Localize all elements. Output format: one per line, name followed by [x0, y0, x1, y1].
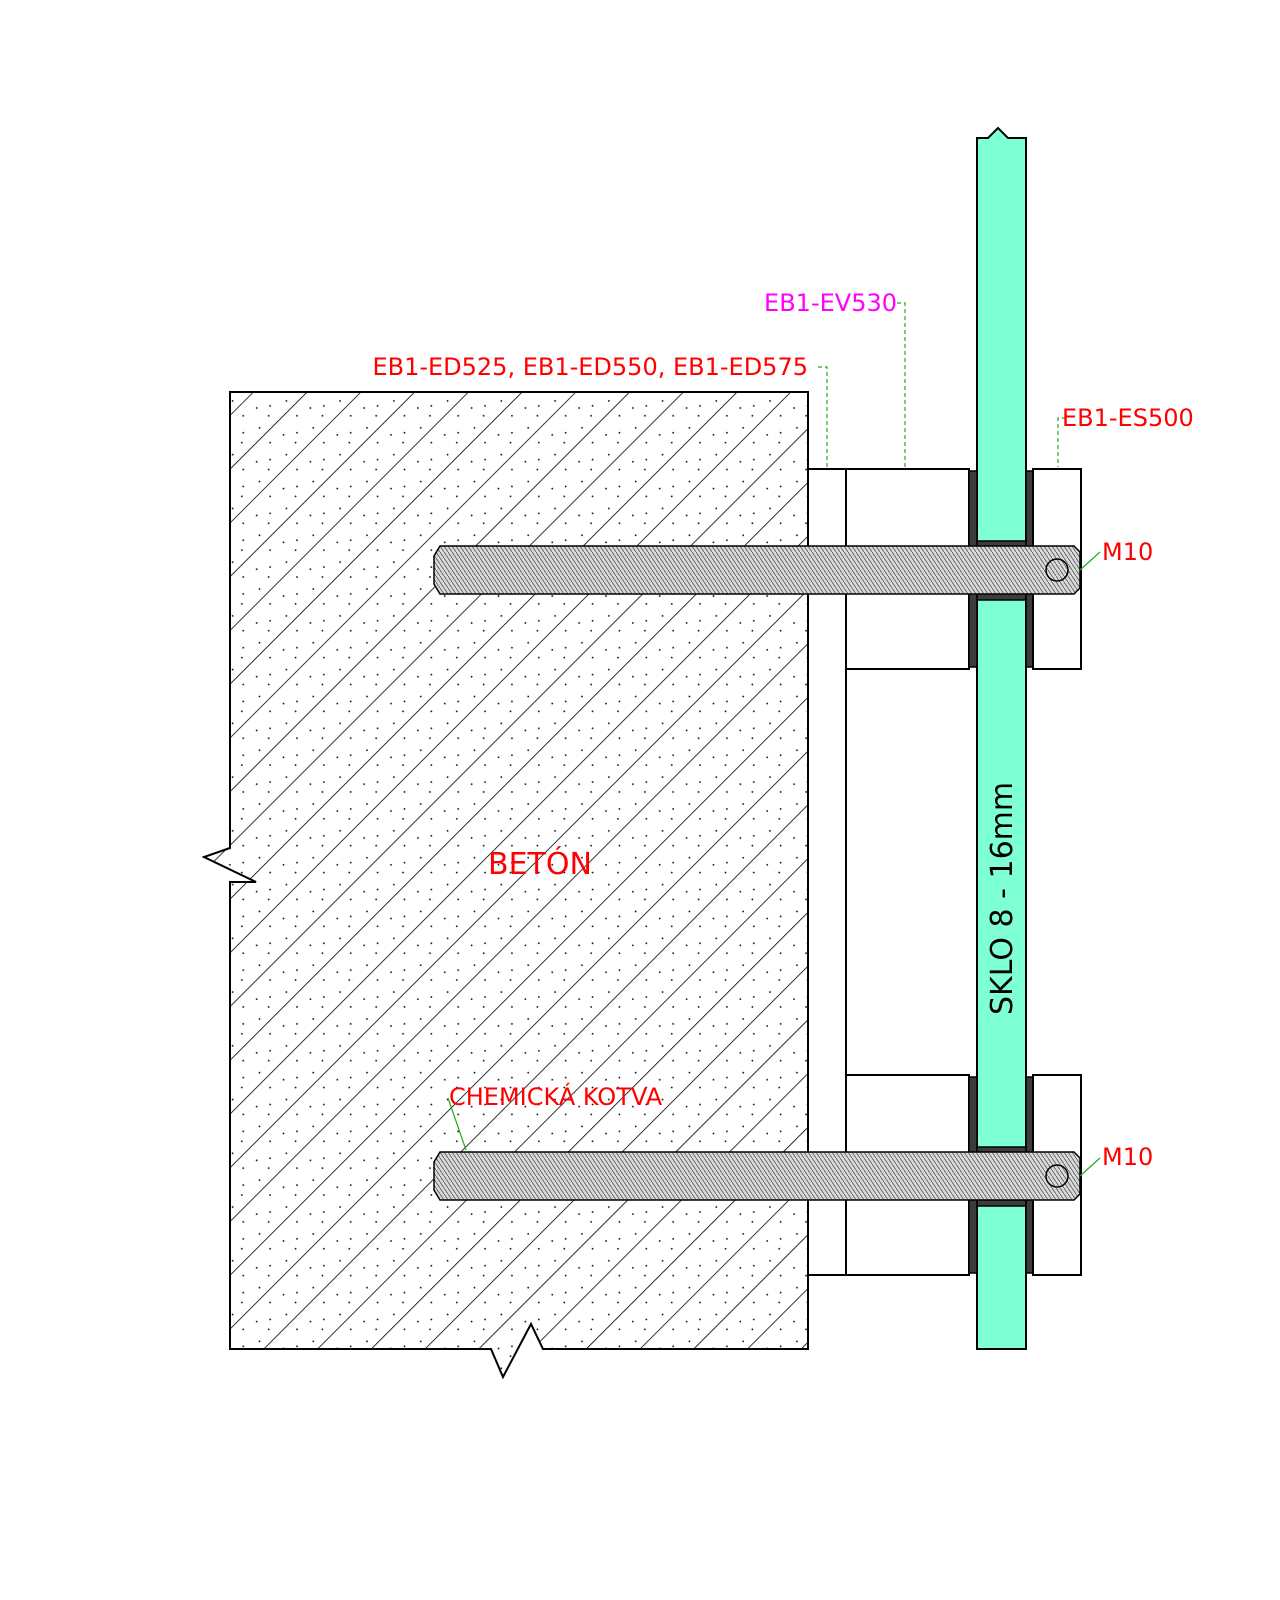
label-glass: SKLO 8 - 16mm: [985, 782, 1020, 1015]
label-cap: EB1-ES500: [1062, 404, 1194, 432]
leader-anchor: [447, 1097, 467, 1151]
spacer-ring-top: [807, 468, 847, 1276]
label-standoff: EB1-EV530: [764, 289, 897, 317]
threaded-rod-bottom: [433, 1151, 1081, 1201]
leader-thread-bottom: [1079, 1157, 1101, 1177]
label-thread-top: M10: [1102, 538, 1153, 566]
label-thread-bottom: M10: [1102, 1143, 1153, 1171]
glass-panel: [976, 126, 1027, 1350]
label-anchor: CHEMICKÁ KOTVA: [449, 1082, 663, 1111]
socket-bottom: [1045, 1164, 1069, 1188]
leader-standoff: [897, 302, 906, 467]
leader-spacer: [818, 366, 828, 467]
label-concrete: BETÓN: [488, 845, 592, 882]
label-spacer-variants: EB1-ED525, EB1-ED550, EB1-ED575: [372, 353, 808, 381]
socket-top: [1045, 558, 1069, 582]
threaded-rod-top: [433, 545, 1081, 595]
concrete-block: [201, 391, 809, 1380]
leader-thread-top: [1079, 551, 1101, 571]
leader-cap: [1057, 417, 1066, 467]
